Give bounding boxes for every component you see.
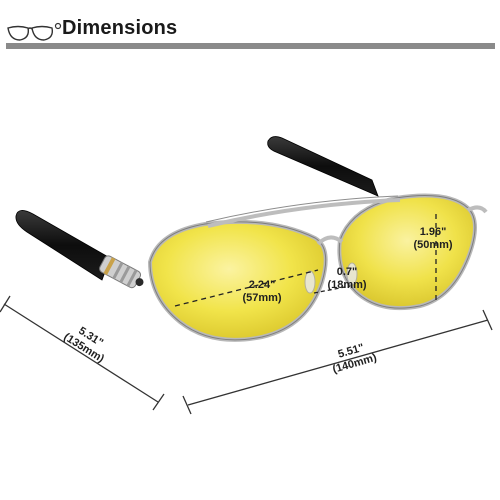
hinge [99, 255, 144, 289]
bridge-line [313, 285, 351, 294]
left-temple [15, 210, 111, 281]
header-divider [6, 43, 495, 49]
lens-height-label: 1.96" (50mm) [413, 226, 453, 251]
page-title: Dimensions [62, 17, 178, 39]
header: Dimensions [0, 0, 500, 62]
frame-width-arrow [182, 309, 493, 415]
bridge-label: 0.7" (18mm) [327, 266, 367, 291]
top-bridge [207, 198, 401, 228]
right-temple [267, 136, 379, 197]
temple-length-arrow [0, 295, 165, 411]
lens-width-line [174, 269, 319, 307]
nose-bridge [316, 235, 344, 246]
glasses-icon [7, 22, 62, 41]
lens-width-label: 2.24" (57mm) [242, 279, 282, 304]
